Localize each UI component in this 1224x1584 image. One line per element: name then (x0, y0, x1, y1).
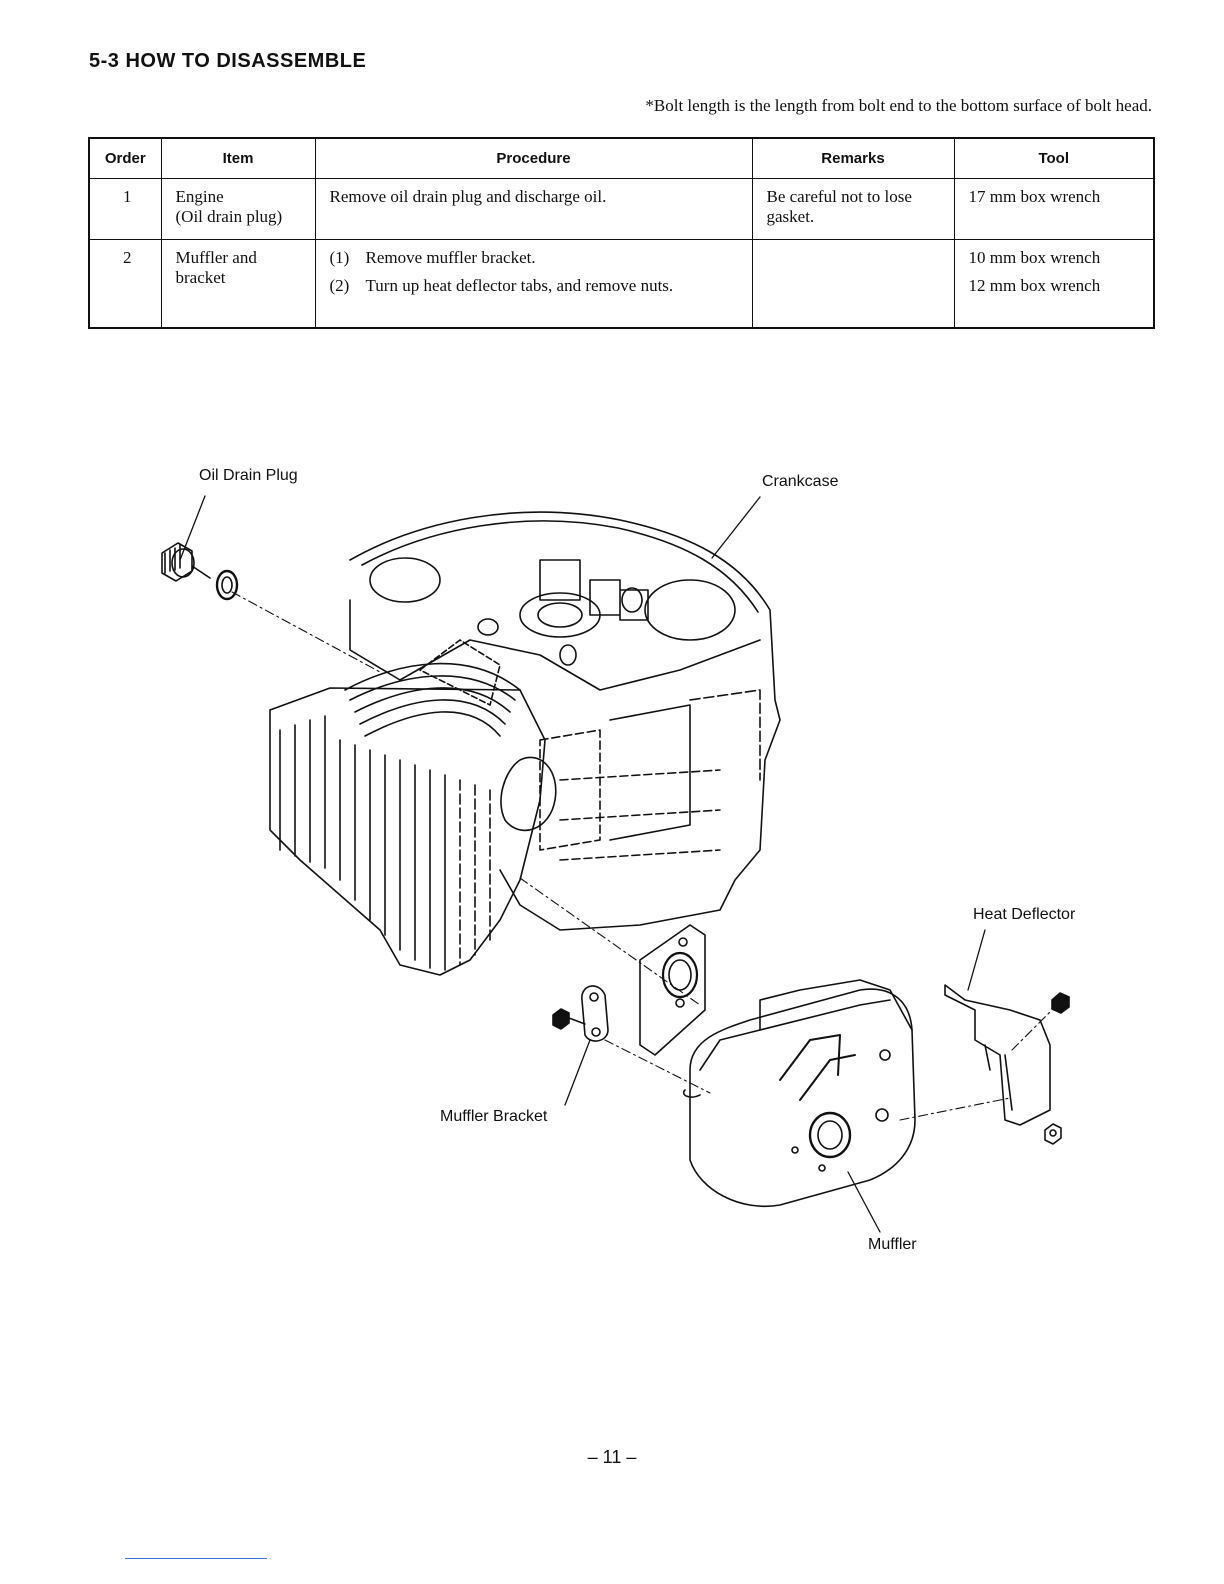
tool-line: 12 mm box wrench (968, 276, 1101, 295)
alignment-lines (231, 591, 1053, 1121)
tool-cell: 17 mm box wrench (953, 178, 1155, 240)
table-row: 1 Engine (Oil drain plug) Remove oil dra… (88, 178, 1155, 240)
table-header-row: Order Item Procedure Remarks Tool (88, 137, 1155, 179)
crankcase-drawing (349, 511, 781, 931)
remarks-cell (751, 239, 955, 328)
label-crankcase: Crankcase (762, 473, 839, 490)
tool-line: 17 mm box wrench (968, 187, 1101, 206)
page-number: – 11 – (587, 1447, 637, 1467)
order-cell: 1 (88, 178, 162, 240)
cylinder-fins-drawing (269, 639, 557, 976)
oil-drain-plug-drawing (161, 542, 239, 601)
label-heat-deflector: Heat Deflector (973, 906, 1076, 923)
procedure-cell: (1) Remove muffler bracket. (2) Turn up … (314, 239, 753, 328)
item-line: Muffler and (175, 248, 257, 267)
header-tool: Tool (953, 137, 1155, 179)
item-cell: Engine (Oil drain plug) (160, 178, 316, 240)
item-cell: Muffler and bracket (160, 239, 316, 328)
step-number: (2) (329, 276, 350, 295)
step-text: Turn up heat deflector tabs, and remove … (365, 276, 674, 295)
procedure-step: (2) Turn up heat deflector tabs, and rem… (330, 276, 742, 296)
tool-line: 10 mm box wrench (968, 248, 1101, 267)
procedure-text: Remove oil drain plug and discharge oil. (329, 187, 607, 206)
item-line: Engine (175, 187, 224, 206)
order-cell: 2 (88, 239, 162, 328)
section-title: 5-3 HOW TO DISASSEMBLE (89, 50, 367, 72)
label-muffler-bracket: Muffler Bracket (440, 1108, 548, 1125)
table-row: 2 Muffler and bracket (1) Remove muffler… (88, 239, 1155, 328)
procedure-step: (1) Remove muffler bracket. (330, 248, 742, 268)
remarks-line: gasket. (766, 207, 815, 226)
tool-cell: 10 mm box wrench 12 mm box wrench (953, 239, 1155, 328)
header-remarks: Remarks (751, 137, 955, 179)
item-line: bracket (175, 268, 226, 287)
footer-rule (125, 1558, 267, 1559)
remarks-line: Be careful not to lose (766, 187, 912, 206)
remarks-cell: Be careful not to lose gasket. (751, 178, 955, 240)
muffler-drawing (682, 979, 916, 1208)
item-line: (Oil drain plug) (175, 207, 283, 226)
step-text: Remove muffler bracket. (365, 248, 536, 267)
label-oil-drain-plug: Oil Drain Plug (199, 467, 298, 484)
step-number: (1) (329, 248, 350, 267)
muffler-gasket-drawing (639, 924, 706, 1056)
heat-deflector-drawing (944, 984, 1070, 1145)
bolt-length-note: *Bolt length is the length from bolt end… (645, 96, 1152, 115)
procedure-cell: Remove oil drain plug and discharge oil. (314, 178, 753, 240)
muffler-bracket-drawing (552, 985, 609, 1042)
disassembly-table: Order Item Procedure Remarks Tool 1 Engi… (88, 137, 1155, 329)
leader-lines (179, 495, 986, 1233)
label-muffler: Muffler (868, 1236, 917, 1253)
